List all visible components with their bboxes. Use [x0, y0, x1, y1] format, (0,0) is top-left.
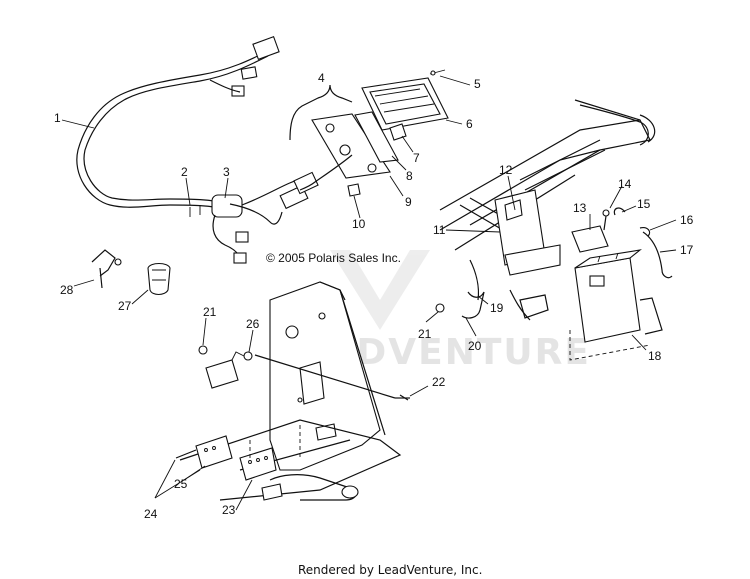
callout-9: 9 [405, 195, 412, 209]
callout-23: 23 [222, 503, 236, 517]
callout-24: 24 [144, 507, 158, 521]
callout-2: 2 [181, 165, 188, 179]
callout-19: 19 [490, 301, 504, 315]
callout-6: 6 [466, 117, 473, 131]
callout-21-right: 21 [418, 327, 432, 341]
wire-harness [76, 36, 319, 264]
callout-27: 27 [118, 299, 132, 313]
copyright-notice: © 2005 Polaris Sales Inc. [266, 251, 401, 265]
callout-8: 8 [406, 169, 413, 183]
callout-22: 22 [432, 375, 446, 389]
battery-area [435, 99, 673, 361]
callout-5: 5 [474, 77, 481, 91]
callout-10: 10 [352, 217, 366, 231]
connectors [91, 249, 171, 296]
callout-17: 17 [680, 243, 694, 257]
callout-25: 25 [174, 477, 188, 491]
callout-16: 16 [680, 213, 694, 227]
callout-14: 14 [618, 177, 632, 191]
callout-13: 13 [573, 201, 587, 215]
tail-light-assembly [289, 69, 449, 197]
callout-4: 4 [318, 71, 325, 85]
callout-20: 20 [468, 339, 482, 353]
callout-28: 28 [60, 283, 74, 297]
footer-credit: Rendered by LeadVenture, Inc. [298, 563, 482, 577]
callout-12: 12 [499, 163, 513, 177]
callout-21-left: 21 [203, 305, 217, 319]
callout-7: 7 [413, 151, 420, 165]
callout-3: 3 [223, 165, 230, 179]
callout-26: 26 [246, 317, 260, 331]
leader-lines [61, 75, 677, 511]
callout-15: 15 [637, 197, 651, 211]
callout-11: 11 [433, 223, 446, 237]
callout-labels: 1 2 3 4 5 6 7 8 9 10 11 12 13 14 15 16 1… [54, 71, 694, 521]
callout-1: 1 [54, 111, 61, 125]
lower-panel [175, 281, 410, 501]
callout-18: 18 [648, 349, 662, 363]
